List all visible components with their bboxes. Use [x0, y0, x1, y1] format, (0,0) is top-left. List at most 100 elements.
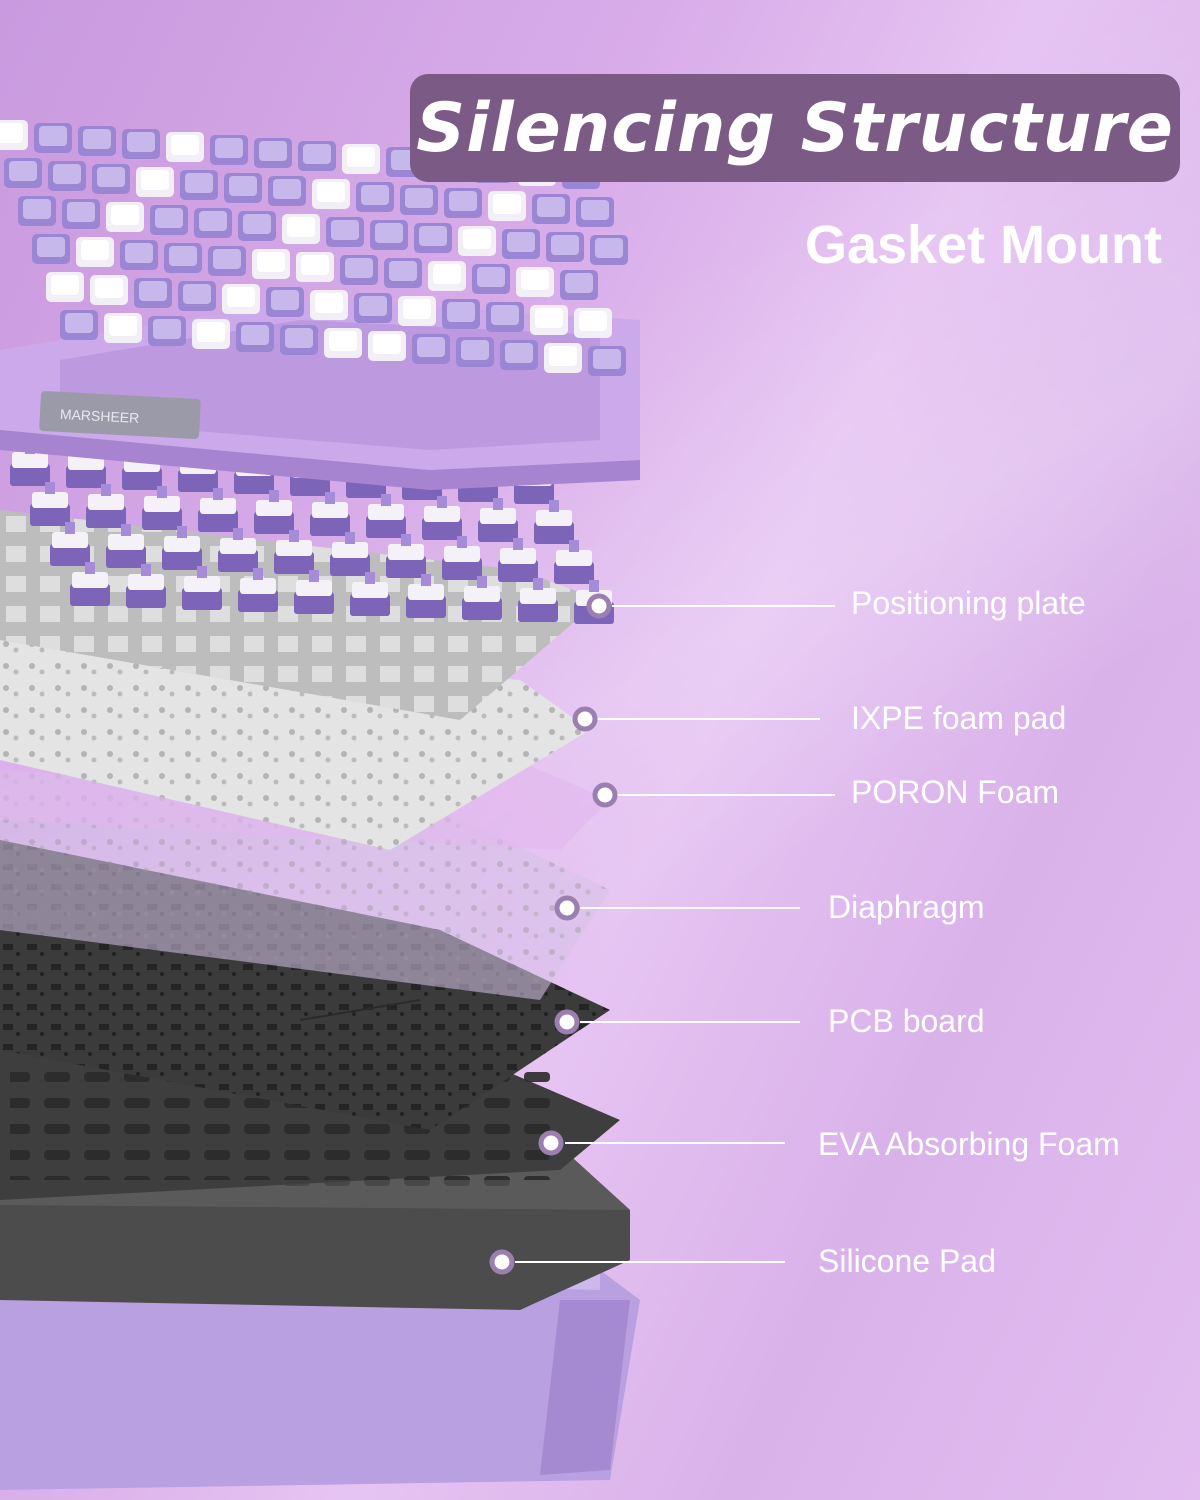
keycap — [34, 123, 72, 153]
callout-dot-pcb-board — [554, 1009, 580, 1035]
keycap — [354, 293, 392, 323]
callout-dot-positioning-plate — [586, 593, 612, 619]
switch — [50, 522, 90, 566]
keycap — [236, 322, 274, 352]
keycap — [222, 284, 260, 314]
callout-lines — [515, 605, 835, 1263]
title-banner: Silencing Structure — [410, 74, 1180, 182]
keycap — [500, 340, 538, 370]
switch — [534, 500, 574, 544]
keycap — [442, 299, 480, 329]
keycap — [180, 170, 218, 200]
switch — [70, 562, 110, 606]
switch — [218, 528, 258, 572]
keycap — [384, 258, 422, 288]
keycap — [588, 346, 626, 376]
label-poron-foam: PORON Foam — [851, 774, 1060, 810]
keycap — [342, 144, 380, 174]
keycap — [252, 249, 290, 279]
keycap — [428, 261, 466, 291]
callout-dot-diaphragm — [554, 895, 580, 921]
keycap — [486, 302, 524, 332]
callout-dot-ixpe-foam-pad — [572, 706, 598, 732]
keycap — [210, 135, 248, 165]
keycap — [590, 235, 628, 265]
switch — [406, 574, 446, 618]
keycap — [150, 205, 188, 235]
keycap — [574, 308, 612, 338]
switch — [162, 526, 202, 570]
keycap — [544, 343, 582, 373]
switch — [442, 536, 482, 580]
keycap — [62, 199, 100, 229]
keycap — [298, 141, 336, 171]
keycap — [164, 243, 202, 273]
switch — [106, 524, 146, 568]
keycap — [78, 126, 116, 156]
switch — [182, 566, 222, 610]
callout-dot-eva-absorbing-foam — [538, 1130, 564, 1156]
keycap — [282, 214, 320, 244]
switch — [518, 578, 558, 622]
keycap — [444, 188, 482, 218]
logo-text: MARSHEER — [60, 406, 140, 426]
keycap — [530, 305, 568, 335]
keycap — [4, 158, 42, 188]
keycap — [0, 120, 28, 150]
label-pcb-board: PCB board — [828, 1003, 985, 1039]
keycap — [120, 240, 158, 270]
keycap — [458, 226, 496, 256]
keycap — [280, 325, 318, 355]
page-title: Silencing Structure — [416, 88, 1174, 168]
switch — [498, 538, 538, 582]
keycap — [134, 278, 172, 308]
label-eva-absorbing-foam: EVA Absorbing Foam — [818, 1126, 1120, 1162]
keycap — [148, 316, 186, 346]
keycap — [90, 275, 128, 305]
keycap — [76, 237, 114, 267]
keycap — [398, 296, 436, 326]
keycap — [136, 167, 174, 197]
keycap — [456, 337, 494, 367]
keycap — [488, 191, 526, 221]
page-subtitle: Gasket Mount — [804, 215, 1162, 275]
switch — [462, 576, 502, 620]
switch — [366, 494, 406, 538]
switch — [142, 486, 182, 530]
switch — [422, 496, 462, 540]
keycap — [546, 232, 584, 262]
keycap — [502, 229, 540, 259]
keycap — [18, 196, 56, 226]
switch — [254, 490, 294, 534]
switch — [198, 488, 238, 532]
keycap — [178, 281, 216, 311]
switch — [554, 540, 594, 584]
label-silicone-pad: Silicone Pad — [818, 1243, 996, 1279]
keycap — [400, 185, 438, 215]
keycap — [576, 197, 614, 227]
keycap — [194, 208, 232, 238]
keycap — [326, 217, 364, 247]
label-positioning-plate: Positioning plate — [851, 585, 1086, 621]
keycap — [92, 164, 130, 194]
keycap — [166, 132, 204, 162]
switch — [350, 572, 390, 616]
keycap — [310, 290, 348, 320]
callout-dots — [489, 593, 618, 1275]
keycap — [560, 270, 598, 300]
keycap — [414, 223, 452, 253]
switch — [86, 484, 126, 528]
keycap — [122, 129, 160, 159]
keycap — [60, 310, 98, 340]
callout-dot-silicone-pad — [489, 1249, 515, 1275]
switches-layer — [10, 442, 614, 624]
keycap — [368, 331, 406, 361]
switch — [274, 530, 314, 574]
keycap — [208, 246, 246, 276]
keycap — [254, 138, 292, 168]
keycap — [106, 202, 144, 232]
label-diaphragm: Diaphragm — [828, 889, 985, 925]
keycap — [238, 211, 276, 241]
keycap — [46, 272, 84, 302]
